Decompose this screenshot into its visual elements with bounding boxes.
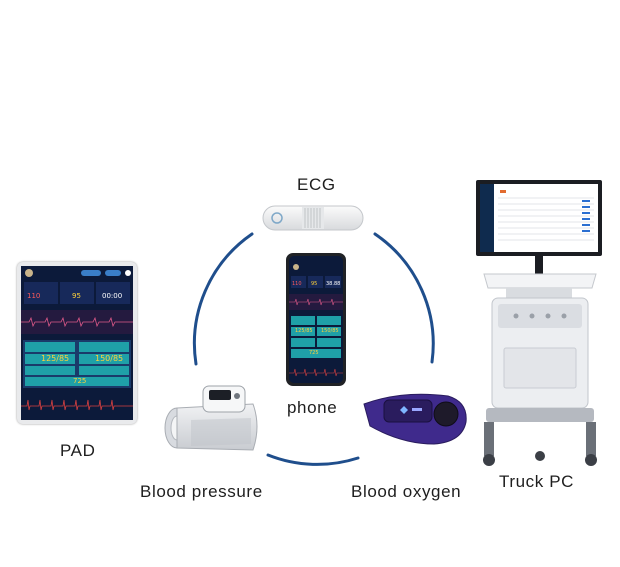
reading-tile: 95 [308, 276, 323, 288]
reading-tile: 38.88 [325, 276, 341, 288]
pad-vitals-panel: 125/85 150/85 725 [23, 340, 131, 388]
blood-oxygen-device [362, 382, 472, 452]
truck-pc-device [472, 180, 607, 470]
phone-screen: 110 95 38.88 125/85 150/85 725 [289, 256, 343, 383]
status-pill [81, 270, 101, 276]
reading-value: 110 [27, 292, 41, 300]
avatar [25, 269, 33, 277]
blood-oxygen-label: Blood oxygen [351, 482, 462, 501]
status-pill [105, 270, 121, 276]
phone-pulse-strip [289, 368, 343, 377]
reading-tile: 95 [60, 282, 94, 304]
bp-cuff-image [164, 385, 258, 451]
bp-reading: 150/85 [95, 354, 124, 363]
ecg-label: ECG [297, 175, 336, 194]
pad-waveform [21, 310, 133, 334]
truck-pc-image [476, 180, 602, 466]
phone-label: phone [287, 398, 338, 417]
reading-value: 95 [311, 281, 318, 287]
reading-value: 38.88 [326, 281, 341, 287]
settings-icon [125, 270, 131, 276]
ring-arc-top-right [373, 232, 435, 364]
phone-vitals-panel: 125/85 150/85 725 [291, 316, 341, 362]
reading-tile: 00:00 [96, 282, 130, 304]
oximeter-image [363, 393, 467, 445]
reading-value: 110 [292, 281, 302, 287]
footer-value: 725 [309, 350, 319, 356]
reading-tile: 110 [291, 276, 306, 288]
pad-label: PAD [60, 441, 96, 460]
truck-pc-label: Truck PC [499, 472, 575, 491]
avatar [293, 264, 299, 270]
blood-pressure-label: Blood pressure [140, 482, 263, 501]
phone-waveform [289, 294, 343, 310]
reading-tile: 110 [24, 282, 58, 304]
pad-pulse-strip [21, 399, 133, 411]
phone-device: 110 95 38.88 125/85 150/85 725 [286, 253, 346, 386]
reading-value: 95 [72, 292, 81, 300]
ecg-device [262, 203, 364, 233]
bp-reading: 125/85 [295, 328, 313, 334]
bp-reading: 150/85 [321, 328, 339, 334]
pad-screen: 110 95 00:00 125/85 150/85 725 [21, 266, 133, 420]
ecg-patch-image [262, 205, 364, 231]
blood-pressure-device [163, 378, 263, 460]
bp-reading: 125/85 [41, 354, 70, 363]
footer-value: 725 [73, 377, 87, 385]
ring-arc-top-left [192, 232, 254, 366]
pad-device: 110 95 00:00 125/85 150/85 725 [17, 262, 137, 424]
reading-value: 00:00 [102, 292, 123, 300]
ring-arc-bottom [266, 453, 360, 466]
